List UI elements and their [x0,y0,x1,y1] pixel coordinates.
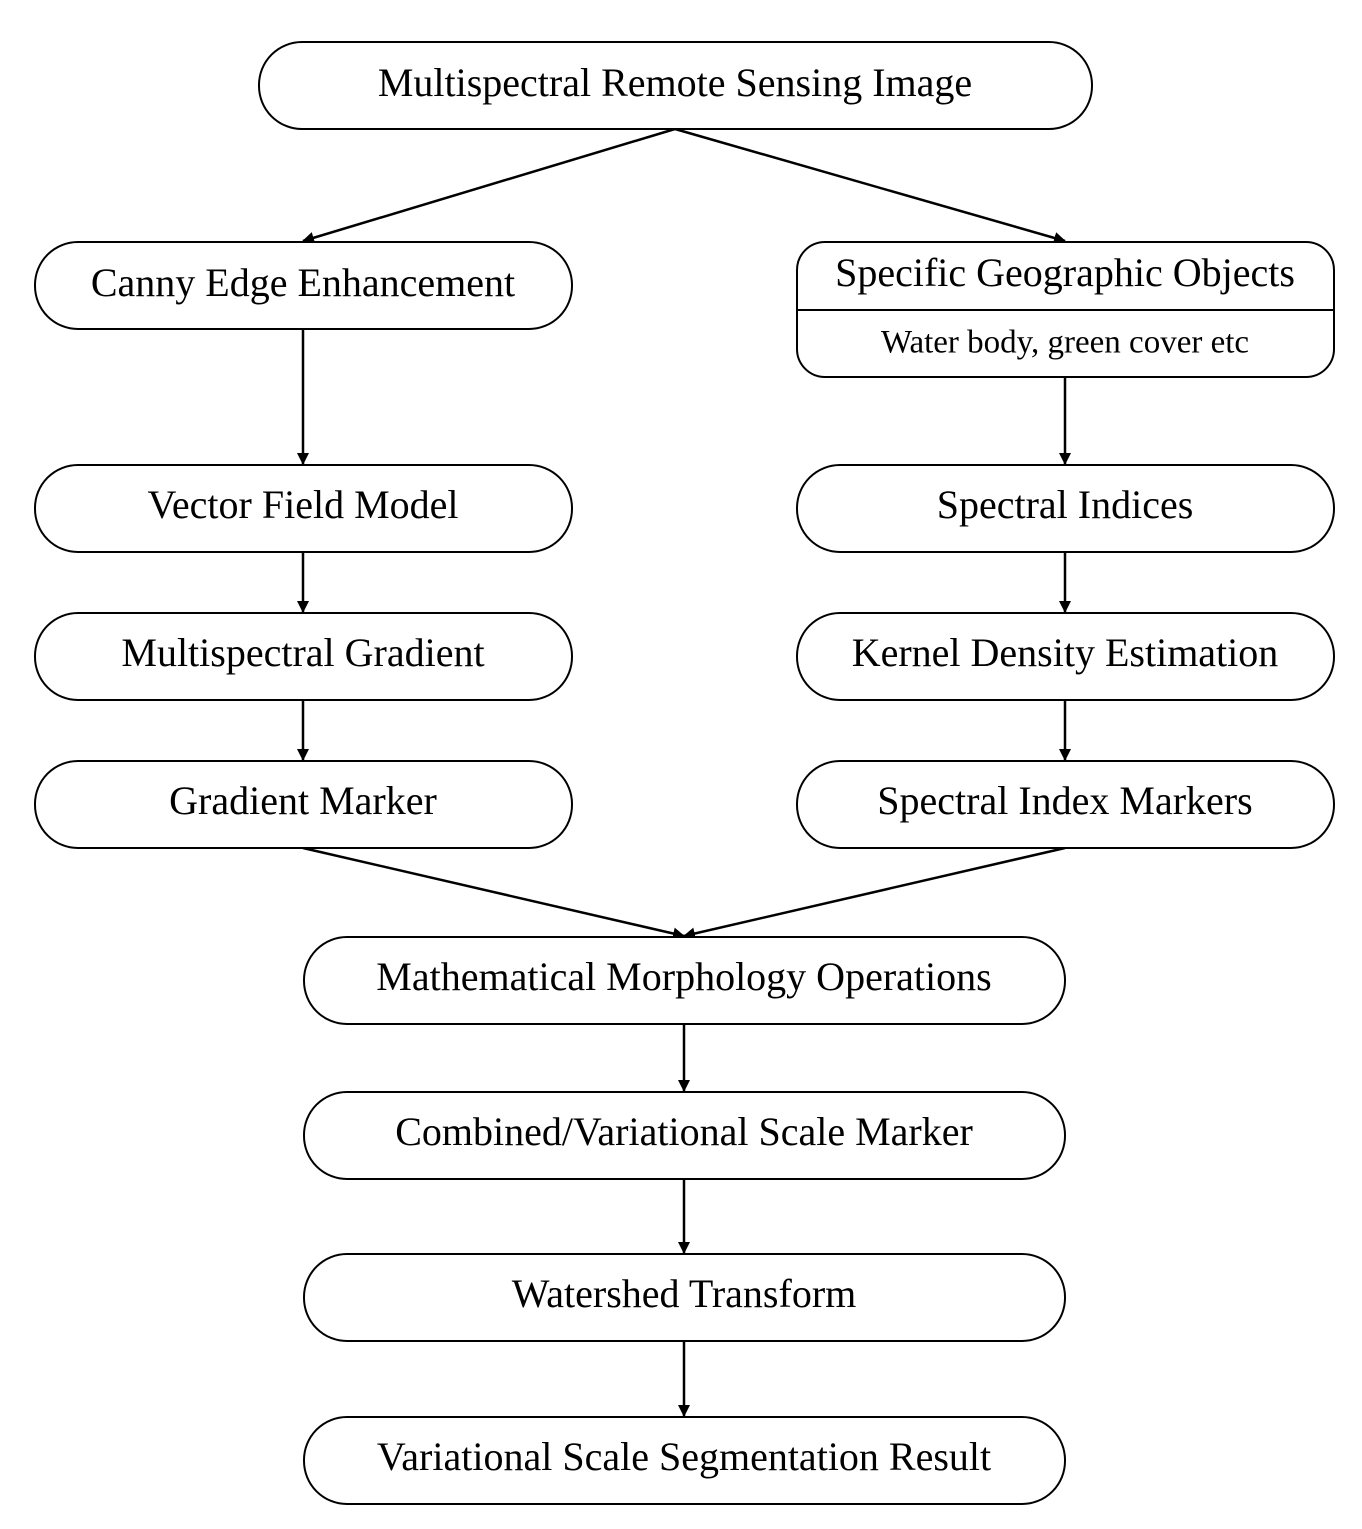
node-input: Multispectral Remote Sensing Image [258,41,1093,130]
node-kde: Kernel Density Estimation [796,612,1335,701]
node-morphology-label: Mathematical Morphology Operations [376,954,991,999]
node-morphology: Mathematical Morphology Operations [303,936,1066,1025]
node-result-label: Variational Scale Segmentation Result [377,1434,991,1479]
node-watershed-label: Watershed Transform [512,1271,857,1316]
edge-gradient_marker-to-morphology [302,846,685,940]
node-watershed: Watershed Transform [303,1253,1066,1342]
edge-input-to-geo_objects [674,127,1066,244]
node-result: Variational Scale Segmentation Result [303,1416,1066,1505]
node-spectral-indices-label: Spectral Indices [937,482,1194,527]
node-geo-objects-label: Specific Geographic Objects [835,250,1295,295]
node-vector-field-label: Vector Field Model [147,482,458,527]
edge-spectral_markers-to-morphology [683,846,1066,940]
node-vector-field: Vector Field Model [34,464,573,553]
node-ms-gradient: Multispectral Gradient [34,612,573,701]
node-geo-objects-sublabel: Water body, green cover etc [881,325,1249,361]
edge-input-to-canny [302,127,676,244]
node-geo-objects: Specific Geographic Objects Water body, … [796,241,1335,378]
node-combined-marker-label: Combined/Variational Scale Marker [395,1109,973,1154]
node-spectral-markers-label: Spectral Index Markers [877,778,1252,823]
node-canny: Canny Edge Enhancement [34,241,573,330]
node-gradient-marker-label: Gradient Marker [169,778,437,823]
node-spectral-markers: Spectral Index Markers [796,760,1335,849]
node-kde-label: Kernel Density Estimation [852,630,1279,675]
node-input-label: Multispectral Remote Sensing Image [378,60,972,105]
node-gradient-marker: Gradient Marker [34,760,573,849]
node-ms-gradient-label: Multispectral Gradient [121,630,484,675]
edges [297,127,1071,1417]
node-spectral-indices: Spectral Indices [796,464,1335,553]
node-combined-marker: Combined/Variational Scale Marker [303,1091,1066,1180]
node-canny-label: Canny Edge Enhancement [91,260,515,305]
